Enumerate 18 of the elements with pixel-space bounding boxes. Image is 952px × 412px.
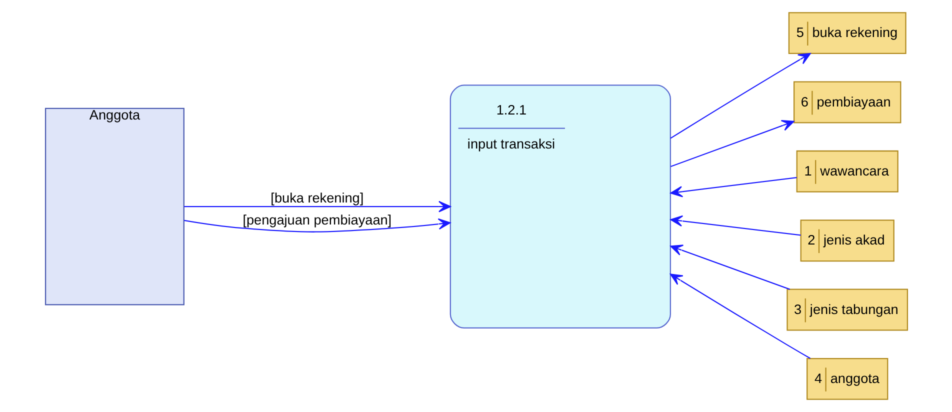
arrow bbox=[670, 215, 800, 236]
arrow bbox=[184, 200, 450, 212]
edge-label: [buka rekening] bbox=[270, 190, 364, 206]
node-box: 1 wawancara bbox=[796, 150, 898, 192]
node-box: 1.2.1 input transaksi bbox=[449, 84, 670, 328]
node-box: Anggota bbox=[44, 108, 184, 306]
node-box: 2 jenis akad bbox=[800, 220, 894, 262]
arrow bbox=[670, 120, 794, 168]
edge-label: [pengajuan pembiayaan] bbox=[242, 212, 392, 228]
arrow bbox=[670, 53, 810, 139]
arrow bbox=[669, 274, 810, 359]
arrow bbox=[184, 218, 450, 232]
node-box: 5 buka rekening bbox=[788, 12, 906, 54]
arrow bbox=[670, 176, 796, 198]
node-box: 3 jenis tabungan bbox=[786, 288, 908, 331]
node-box: 4 anggota bbox=[806, 358, 888, 400]
arrow bbox=[670, 244, 790, 290]
node-box: 6 pembiayaan bbox=[792, 81, 901, 124]
